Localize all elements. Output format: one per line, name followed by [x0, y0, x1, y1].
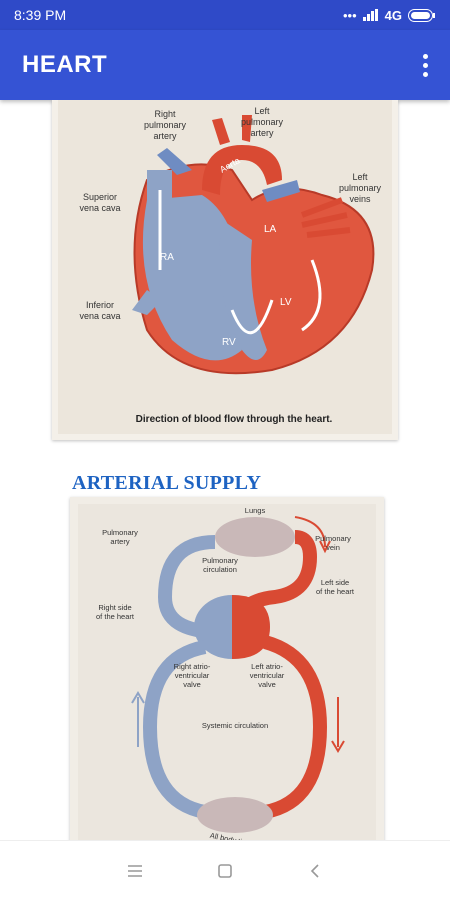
app-title: HEART	[22, 51, 108, 78]
battery-icon	[408, 8, 435, 22]
system-nav-bar	[0, 840, 450, 900]
svg-text:RA: RA	[160, 252, 174, 263]
menu-nav-button[interactable]	[115, 851, 155, 891]
home-nav-button[interactable]	[205, 851, 245, 891]
home-square-icon	[218, 863, 232, 878]
status-time: 8:39 PM	[14, 7, 67, 23]
svg-text:Systemic circulation: Systemic circulation	[202, 721, 268, 730]
back-nav-button[interactable]	[295, 851, 335, 891]
section-title: ARTERIAL SUPPLY	[72, 472, 262, 494]
signal-icon	[362, 9, 378, 21]
back-icon	[310, 863, 319, 878]
svg-text:RV: RV	[222, 337, 236, 348]
status-bar: 8:39 PM ••• 4G	[0, 0, 450, 30]
dots-icon: •••	[343, 7, 357, 23]
svg-text:Lungs: Lungs	[245, 506, 266, 515]
svg-text:LA: LA	[264, 224, 277, 235]
svg-text:All body tissues: All body tissues	[209, 831, 262, 840]
menu-icon	[128, 864, 142, 877]
network-type: 4G	[384, 7, 402, 23]
svg-text:LV: LV	[280, 297, 292, 308]
status-icons: ••• 4G	[343, 8, 436, 23]
app-bar: HEART	[0, 30, 450, 100]
overflow-menu-icon[interactable]	[417, 48, 434, 83]
figure1-caption: Direction of blood flow through the hear…	[136, 414, 333, 425]
